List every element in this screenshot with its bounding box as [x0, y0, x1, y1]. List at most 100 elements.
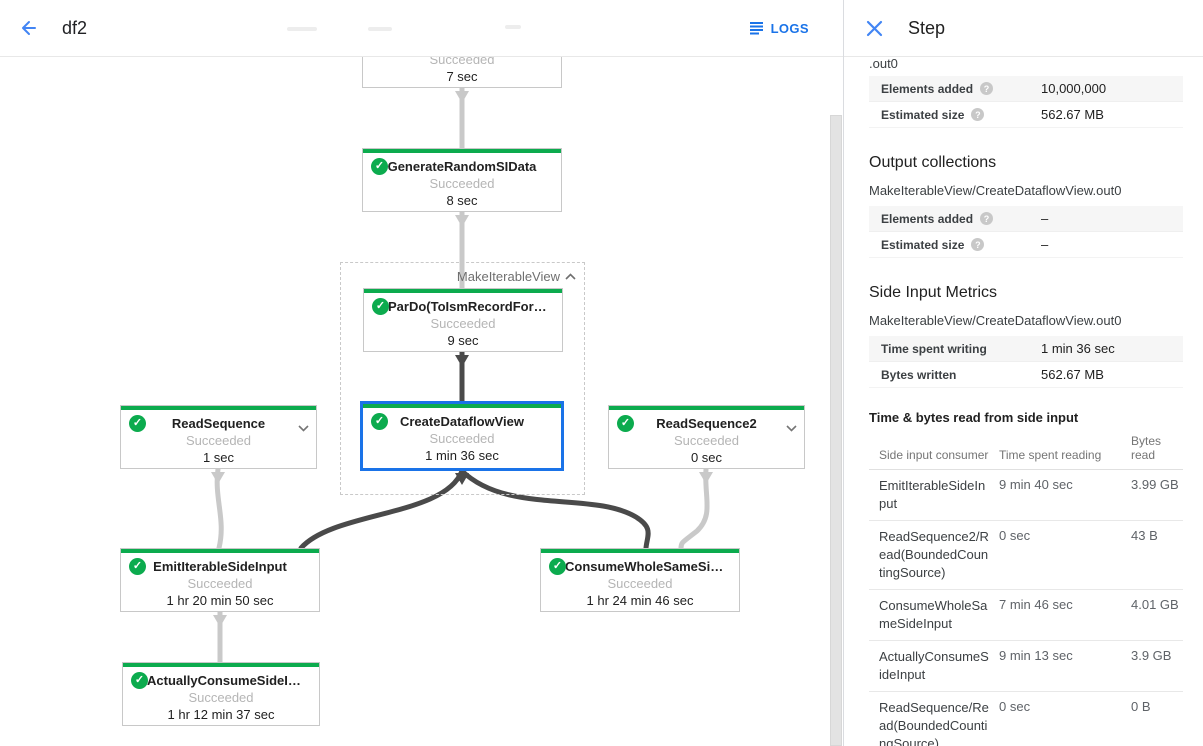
graph-node-top-clipped[interactable]: ✓ Succeeded 7 sec	[362, 57, 562, 88]
node-title: ReadSequence2	[656, 416, 757, 431]
graph-node-actually-consume-side-input[interactable]: ✓ ActuallyConsumeSideI… Succeeded 1 hr 1…	[122, 662, 320, 726]
node-status: Succeeded	[429, 57, 495, 67]
table-row: ReadSequence/Read(BoundedCountingSource)…	[869, 692, 1183, 746]
metric-value: 10,000,000	[1041, 81, 1107, 96]
time-cell: 0 sec	[999, 699, 1031, 714]
node-title: EmitIterableSideInput	[153, 559, 287, 574]
node-title: ActuallyConsumeSideI…	[147, 673, 301, 688]
node-status: Succeeded	[429, 431, 495, 446]
status-bar	[364, 289, 562, 293]
expand-chevron-icon[interactable]	[298, 419, 309, 433]
edge-arrow-icon	[213, 615, 227, 627]
output-collection-metrics-table: Elements added? – Estimated size? –	[869, 206, 1183, 258]
node-duration: 1 sec	[202, 450, 235, 465]
edge-arrow-icon	[211, 472, 225, 484]
composite-label: MakeIterableView	[456, 269, 560, 284]
node-duration: 1 hr 12 min 37 sec	[167, 707, 275, 722]
metric-value: –	[1041, 237, 1049, 252]
metric-row: Estimated size? –	[869, 232, 1183, 258]
help-icon[interactable]: ?	[971, 108, 985, 121]
redacted-text	[287, 27, 317, 31]
node-status: Succeeded	[187, 576, 253, 591]
node-status: Succeeded	[430, 316, 496, 331]
step-panel-title: Step	[908, 17, 946, 38]
table-row: ReadSequence2/Read(BoundedCountingSource…	[869, 521, 1183, 590]
graph-pane: df2 LOGS	[0, 0, 843, 746]
metric-label: Estimated size	[881, 107, 965, 122]
side-input-read-table-title: Time & bytes read from side input	[869, 410, 1079, 425]
node-status: Succeeded	[429, 176, 495, 191]
metric-label: Bytes written	[881, 367, 957, 382]
node-title: ConsumeWholeSameSi…	[565, 559, 724, 574]
node-status: Succeeded	[607, 576, 673, 591]
job-header: df2 LOGS	[0, 0, 843, 57]
consumer-cell: ReadSequence/Read(BoundedCountingSource)	[879, 700, 989, 746]
redacted-text	[368, 27, 392, 31]
metric-label: Elements added	[881, 211, 974, 226]
status-bar	[363, 404, 561, 408]
graph-node-emit-iterable-side-input[interactable]: ✓ EmitIterableSideInput Succeeded 1 hr 2…	[120, 548, 320, 612]
composite-header[interactable]: MakeIterableView	[457, 269, 576, 284]
check-circle-icon: ✓	[371, 158, 388, 175]
bytes-cell: 3.99 GB	[1131, 477, 1179, 492]
consumer-cell: ActuallyConsumeSideInput	[879, 649, 989, 682]
metric-row: Bytes written 562.67 MB	[869, 362, 1183, 388]
output-collection-name: MakeIterableView/CreateDataflowView.out0	[869, 183, 1122, 198]
edge-arrow-icon	[699, 472, 713, 484]
status-bar	[121, 549, 319, 553]
check-circle-icon: ✓	[129, 558, 146, 575]
graph-node-read-sequence2[interactable]: ✓ ReadSequence2 Succeeded 0 sec	[608, 405, 805, 469]
output-collections-heading: Output collections	[869, 154, 997, 171]
collapse-chevron-icon	[565, 273, 576, 280]
graph-node-generate-random-si-data[interactable]: ✓ GenerateRandomSIData Succeeded 8 sec	[362, 148, 562, 212]
metric-row: Elements added? –	[869, 206, 1183, 232]
status-bar	[541, 549, 739, 553]
metric-label: Estimated size	[881, 237, 965, 252]
close-step-panel-button[interactable]	[862, 16, 886, 40]
graph-node-create-dataflow-view-selected[interactable]: ✓ CreateDataflowView Succeeded 1 min 36 …	[360, 401, 564, 471]
job-graph-canvas[interactable]: MakeIterableView ✓ Succeeded 7 sec ✓ Gen…	[0, 57, 843, 746]
metric-row: Estimated size? 562.67 MB	[869, 102, 1183, 128]
arrow-back-icon	[22, 21, 36, 35]
time-cell: 7 min 46 sec	[999, 597, 1073, 612]
bytes-cell: 43 B	[1131, 528, 1158, 543]
help-icon[interactable]: ?	[980, 82, 994, 95]
node-title: ReadSequence	[171, 416, 266, 431]
check-circle-icon: ✓	[549, 558, 566, 575]
time-cell: 9 min 40 sec	[999, 477, 1073, 492]
step-panel: Step .out0 Elements added? 10,000,000 Es…	[843, 0, 1203, 746]
help-icon[interactable]: ?	[971, 238, 985, 251]
node-title: GenerateRandomSIData	[387, 159, 537, 174]
bytes-cell: 4.01 GB	[1131, 597, 1179, 612]
expand-chevron-icon[interactable]	[786, 419, 797, 433]
node-duration: 7 sec	[446, 69, 478, 84]
node-duration: 0 sec	[690, 450, 723, 465]
logs-button[interactable]: LOGS	[743, 15, 815, 42]
status-bar	[123, 663, 319, 667]
bytes-cell: 0 B	[1131, 699, 1151, 714]
side-input-write-metrics-table: Time spent writing 1 min 36 sec Bytes wr…	[869, 336, 1183, 388]
close-icon	[866, 20, 882, 36]
column-header: Side input consumer	[879, 448, 989, 462]
back-button[interactable]	[16, 16, 40, 40]
logs-button-label: LOGS	[770, 20, 809, 36]
consumer-cell: EmitIterableSideInput	[879, 478, 986, 511]
metric-value: 562.67 MB	[1041, 367, 1104, 382]
job-title: df2	[62, 17, 88, 38]
graph-node-read-sequence[interactable]: ✓ ReadSequence Succeeded 1 sec	[120, 405, 317, 469]
table-header-row: Side input consumer Time spent reading B…	[869, 427, 1183, 470]
status-bar	[363, 149, 561, 153]
table-row: EmitIterableSideInput 9 min 40 sec 3.99 …	[869, 470, 1183, 521]
graph-node-consume-whole-same-side-input[interactable]: ✓ ConsumeWholeSameSi… Succeeded 1 hr 24 …	[540, 548, 740, 612]
graph-scrollbar[interactable]	[830, 115, 842, 746]
graph-node-pardo-toismrecord[interactable]: ✓ ParDo(ToIsmRecordFor… Succeeded 9 sec	[363, 288, 563, 352]
help-icon[interactable]: ?	[980, 212, 994, 225]
consumer-cell: ConsumeWholeSameSideInput	[879, 598, 988, 631]
node-title: CreateDataflowView	[399, 414, 525, 429]
column-header: Time spent reading	[999, 448, 1102, 462]
check-circle-icon: ✓	[371, 413, 388, 430]
node-title: ParDo(ToIsmRecordFor…	[388, 299, 547, 314]
metric-row: Time spent writing 1 min 36 sec	[869, 336, 1183, 362]
status-bar	[609, 406, 804, 410]
